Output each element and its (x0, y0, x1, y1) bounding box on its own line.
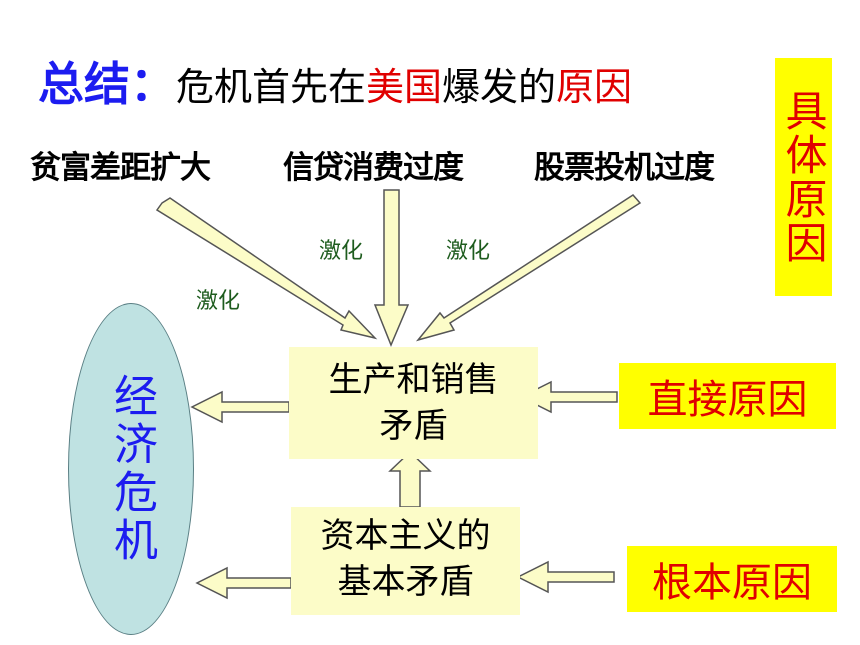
production-sales-contradiction-box: 生产和销售 矛盾 (289, 347, 538, 459)
cause-stock-speculation: 股票投机过度 (534, 150, 715, 186)
arrow-wealth-gap (155, 197, 378, 340)
cause-credit-consumption: 信贷消费过度 (283, 150, 464, 186)
title-highlight-usa: 美国 (366, 65, 443, 109)
arrow-credit (373, 189, 410, 347)
label-specific-reason-text: 具体原因 (779, 89, 828, 265)
arrow-stock (415, 194, 642, 342)
intensify-label-stock: 激化 (446, 239, 491, 264)
arrow-basic-to-production (388, 450, 432, 508)
intensify-label-wealth: 激化 (196, 289, 241, 314)
label-specific-reason: 具体原因 (775, 58, 832, 296)
arrow-basic-to-crisis (195, 566, 292, 600)
title-prefix: 总结： (38, 57, 176, 111)
production-line-1: 生产和销售 (328, 360, 499, 400)
arrow-root-to-basic (516, 560, 615, 594)
cause-wealth-gap: 贫富差距扩大 (30, 150, 211, 186)
label-root-reason: 根本原因 (627, 546, 837, 612)
economic-crisis-text: 经济危机 (106, 373, 157, 565)
summary-title: 总结：危机首先在美国爆发的原因 (38, 52, 632, 116)
label-direct-reason: 直接原因 (619, 363, 836, 429)
title-part1: 危机首先在 (176, 65, 367, 109)
title-part2: 爆发的 (442, 65, 557, 109)
arrow-production-to-crisis (190, 390, 290, 424)
economic-crisis-ellipse: 经济危机 (68, 303, 194, 635)
capitalism-basic-contradiction-box: 资本主义的 基本矛盾 (291, 507, 520, 615)
basic-line-2: 基本矛盾 (337, 562, 474, 602)
production-line-2: 矛盾 (379, 406, 448, 446)
basic-line-1: 资本主义的 (320, 516, 491, 556)
title-highlight-reason: 原因 (556, 65, 633, 109)
intensify-label-credit: 激化 (319, 239, 364, 264)
